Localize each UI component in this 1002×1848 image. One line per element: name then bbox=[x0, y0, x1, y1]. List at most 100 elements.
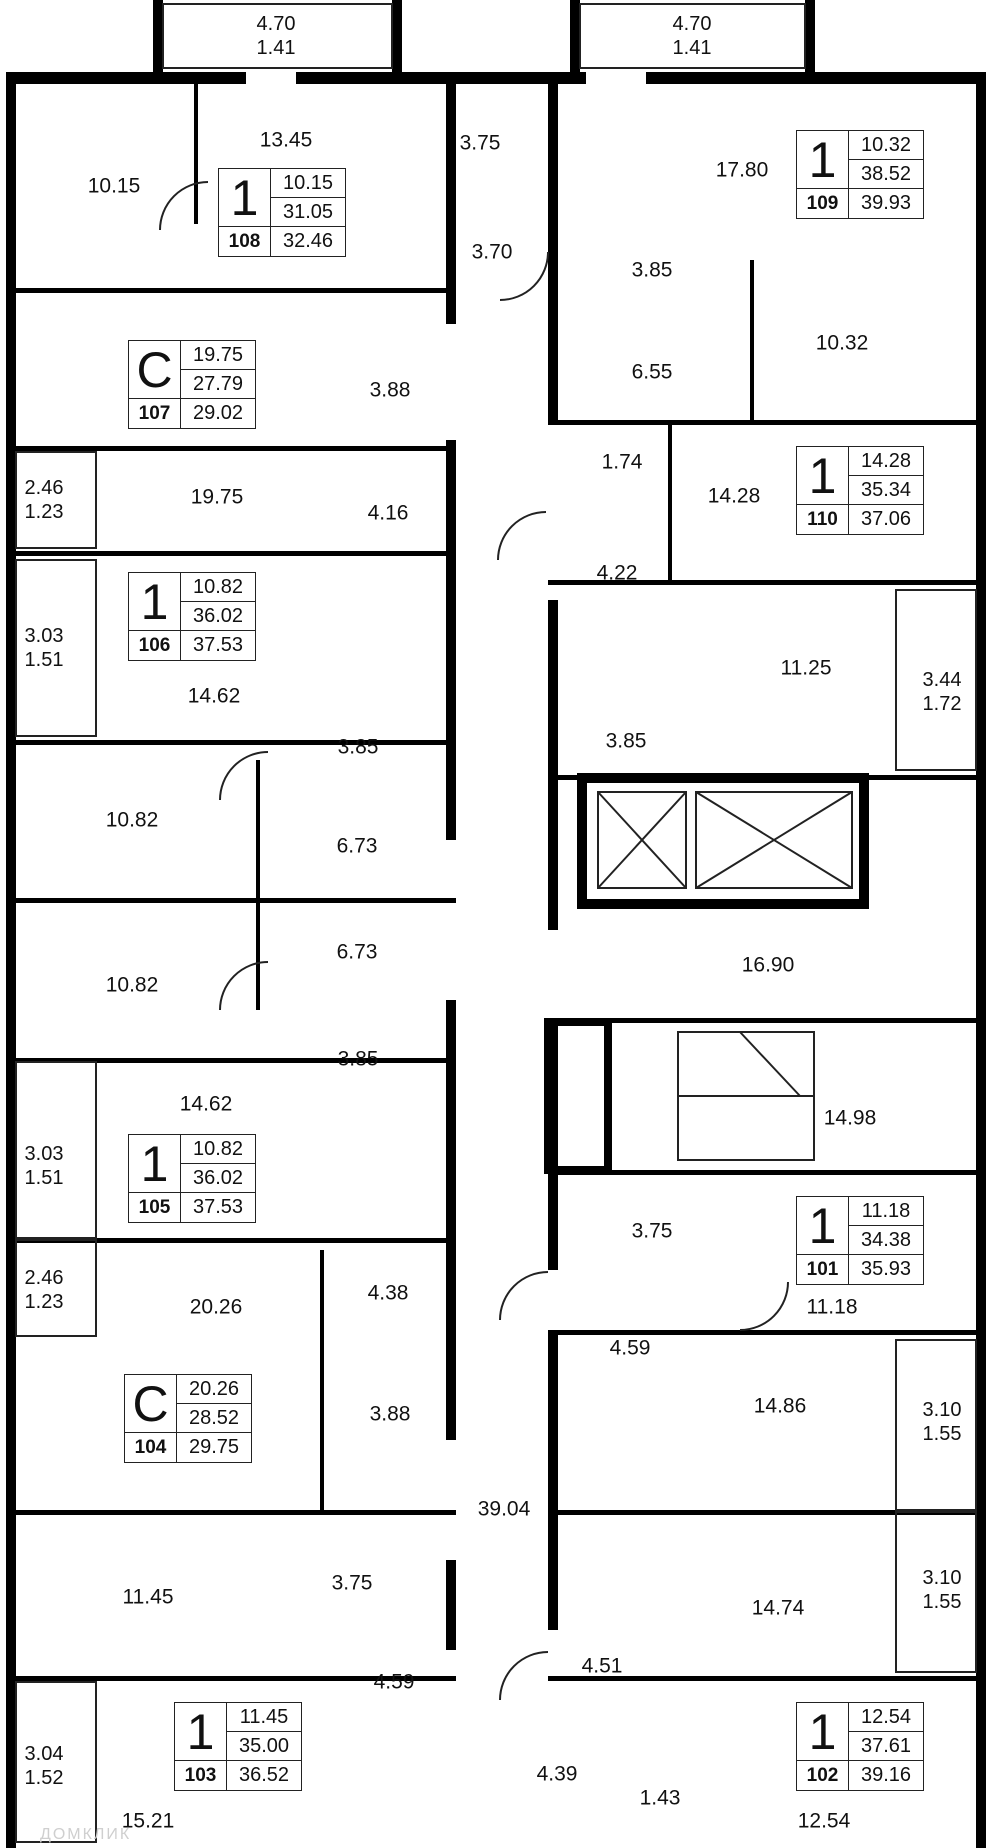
door-swing bbox=[499, 1271, 549, 1321]
total-living-area: 36.02 bbox=[181, 602, 255, 631]
room-area: 4.16 bbox=[367, 501, 409, 525]
lift-1 bbox=[597, 791, 687, 889]
room-area: 14.62 bbox=[179, 1092, 233, 1116]
wall-v-r-b bbox=[668, 425, 672, 585]
total-living-area: 36.02 bbox=[181, 1164, 255, 1193]
apartment-107[interactable]: С 19.75 27.79 107 29.02 bbox=[128, 340, 256, 429]
balcony-right-2 bbox=[895, 1339, 977, 1511]
total-living-area: 35.34 bbox=[849, 476, 923, 505]
wall-h-l3 bbox=[16, 551, 456, 556]
room-area: 14.98 bbox=[823, 1106, 877, 1130]
room-area: 4.51 bbox=[581, 1654, 623, 1678]
wall-corridor-right-2 bbox=[548, 600, 558, 930]
apartment-106[interactable]: 1 10.82 36.02 106 37.53 bbox=[128, 572, 256, 661]
apartment-110[interactable]: 1 14.28 35.34 110 37.06 bbox=[796, 446, 924, 535]
total-area: 35.93 bbox=[860, 1258, 912, 1280]
room-area: 6.55 bbox=[631, 360, 673, 384]
apartment-type: 1 bbox=[797, 447, 849, 505]
wall-v-l-b bbox=[256, 760, 260, 1010]
wall-h-l2 bbox=[16, 446, 456, 451]
living-area: 19.75 bbox=[181, 341, 255, 370]
room-area: 3.85 bbox=[337, 735, 379, 759]
balcony-top-left-frame-r bbox=[392, 0, 402, 72]
apartment-type: С bbox=[125, 1375, 177, 1433]
wall-h-l9 bbox=[16, 1676, 456, 1681]
room-area: 17.80 bbox=[715, 158, 769, 182]
door-swing bbox=[497, 511, 547, 561]
living-area: 10.15 bbox=[271, 169, 345, 198]
balcony-right-3 bbox=[895, 1511, 977, 1673]
wall-corridor-left-4 bbox=[446, 1560, 456, 1650]
living-area: 20.26 bbox=[177, 1375, 251, 1404]
room-area: 14.74 bbox=[751, 1596, 805, 1620]
stair-frame bbox=[544, 1018, 612, 1174]
apartment-103[interactable]: 1 11.45 35.00 103 36.52 bbox=[174, 1702, 302, 1791]
total-area: 29.75 bbox=[188, 1436, 240, 1458]
room-area: 10.32 bbox=[815, 331, 869, 355]
apartment-104[interactable]: С 20.26 28.52 104 29.75 bbox=[124, 1374, 252, 1463]
room-area: 14.28 bbox=[707, 484, 761, 508]
room-area: 13.45 bbox=[259, 128, 313, 152]
balcony-top-left bbox=[162, 3, 393, 69]
room-area: 4.38 bbox=[367, 1281, 409, 1305]
room-area: 3.75 bbox=[331, 1571, 373, 1595]
apartment-number: 104 bbox=[125, 1433, 177, 1462]
apartment-101[interactable]: 1 11.18 34.38 101 35.93 bbox=[796, 1196, 924, 1285]
wall-h-r8 bbox=[548, 1676, 976, 1681]
wall-outer-right bbox=[976, 72, 986, 1848]
total-area: 29.02 bbox=[192, 402, 244, 424]
room-area: 10.15 bbox=[87, 174, 141, 198]
total-living-area: 31.05 bbox=[271, 198, 345, 227]
apartment-number: 110 bbox=[797, 505, 849, 534]
door-swing bbox=[499, 251, 549, 301]
wall-corridor-left-3 bbox=[446, 1000, 456, 1440]
room-area: 6.73 bbox=[336, 940, 378, 964]
room-area: 19.75 bbox=[190, 485, 244, 509]
apartment-108[interactable]: 1 10.15 31.05 108 32.46 bbox=[218, 168, 346, 257]
total-area: 37.53 bbox=[192, 1196, 244, 1218]
balcony-left-1 bbox=[15, 451, 97, 549]
apartment-type: 1 bbox=[797, 1703, 849, 1761]
apartment-109[interactable]: 1 10.32 38.52 109 39.93 bbox=[796, 130, 924, 219]
room-area: 10.82 bbox=[105, 808, 159, 832]
apartment-type: 1 bbox=[219, 169, 271, 227]
wall-h-l5 bbox=[16, 898, 456, 903]
room-area: 11.25 bbox=[780, 656, 832, 680]
apartment-105[interactable]: 1 10.82 36.02 105 37.53 bbox=[128, 1134, 256, 1223]
wall-corridor-right-1 bbox=[548, 84, 558, 424]
wall-corridor-right-3 bbox=[548, 1020, 558, 1270]
room-area: 4.39 bbox=[536, 1762, 578, 1786]
living-area: 14.28 bbox=[849, 447, 923, 476]
apartment-number: 103 bbox=[175, 1761, 227, 1790]
watermark: ДОМКЛИК bbox=[40, 1826, 132, 1843]
total-area: 39.16 bbox=[860, 1764, 912, 1786]
wall-h-l8 bbox=[16, 1510, 456, 1515]
balcony-right-1 bbox=[895, 589, 977, 771]
total-living-area: 27.79 bbox=[181, 370, 255, 399]
apartment-number: 106 bbox=[129, 631, 181, 660]
wall-outer-top-right bbox=[646, 72, 986, 84]
room-area: 3.85 bbox=[631, 258, 673, 282]
room-area: 4.59 bbox=[373, 1670, 415, 1694]
lift-shaft-frame bbox=[577, 773, 869, 909]
room-area: 3.85 bbox=[337, 1047, 379, 1071]
total-area: 32.46 bbox=[282, 230, 334, 252]
living-area: 10.82 bbox=[181, 573, 255, 602]
wall-v-r-a bbox=[750, 260, 754, 420]
wall-outer-top-mid bbox=[296, 72, 586, 84]
apartment-102[interactable]: 1 12.54 37.61 102 39.16 bbox=[796, 1702, 924, 1791]
total-area: 37.06 bbox=[860, 508, 912, 530]
door-swing bbox=[159, 181, 209, 231]
room-area: 16.90 bbox=[741, 953, 795, 977]
apartment-number: 108 bbox=[219, 227, 271, 256]
room-area: 10.82 bbox=[105, 973, 159, 997]
door-swing bbox=[739, 1281, 789, 1331]
room-area: 1.74 bbox=[601, 450, 643, 474]
room-area: 3.70 bbox=[471, 240, 513, 264]
